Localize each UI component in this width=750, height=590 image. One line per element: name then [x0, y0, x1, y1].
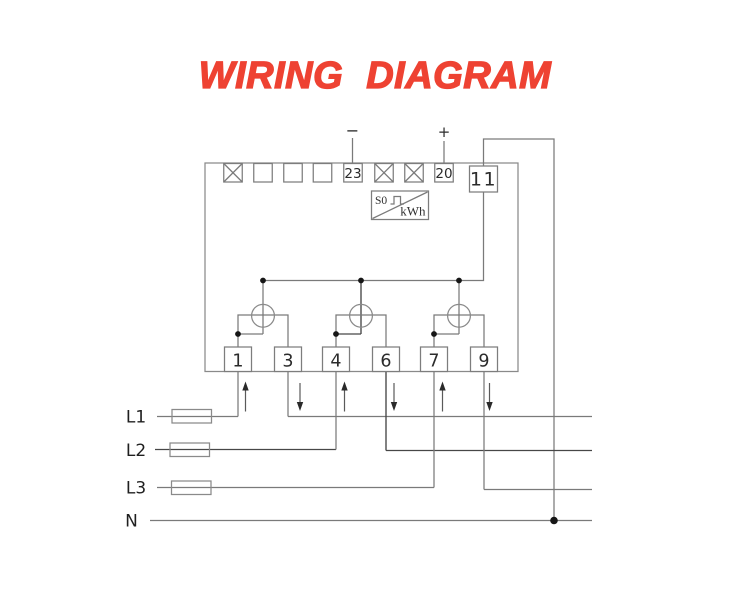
empty-terminal-box: [283, 162, 303, 183]
junction-dot: [431, 331, 437, 337]
terminal-6: 6: [371, 346, 401, 373]
current-loop-wire: [433, 314, 485, 347]
arrow-down-icon: [390, 402, 398, 411]
meter-body-outline: [204, 162, 519, 373]
wire-terminal11-to-neutral: [482, 138, 555, 521]
terminal-4: 4: [321, 346, 351, 373]
terminal-7-label: 7: [428, 352, 439, 372]
s0-impulse-register: S0 kWh: [370, 190, 430, 221]
terminal-box: [469, 346, 499, 373]
crossed-terminal-box: [374, 162, 394, 183]
line-label-l1: L1: [126, 408, 146, 428]
empty-terminal-box: [253, 162, 273, 183]
current-loop-wire: [335, 314, 387, 347]
arrow-up-icon: [439, 381, 446, 391]
pulse-waveform-icon: [390, 195, 404, 205]
crossed-terminal-box: [404, 162, 424, 183]
terminal-11-label: 11: [470, 169, 497, 191]
pulse-minus-label: −: [346, 121, 359, 140]
terminal-box: [371, 346, 401, 373]
terminal-9: 9: [469, 346, 499, 373]
junction-dot: [456, 277, 462, 284]
neutral-junction-dot: [550, 516, 558, 525]
terminal-1: 1: [223, 346, 253, 373]
junction-dot: [333, 331, 339, 337]
measuring-coil-icon: [250, 303, 276, 328]
terminal-20: 20: [434, 162, 454, 183]
junction-dot: [358, 277, 364, 284]
pulse-plus-label: +: [438, 123, 451, 141]
measuring-coil-icon: [446, 303, 472, 328]
arrow-up-icon: [242, 381, 249, 391]
terminal-box: [321, 346, 351, 373]
terminal-9-label: 9: [478, 352, 489, 372]
x-mark-icon: [223, 163, 243, 183]
terminal-4-label: 4: [330, 352, 341, 372]
terminal-box: [223, 346, 253, 373]
line-label-l2: L2: [126, 441, 146, 461]
bottom-terminal-strip: 1 3 4 6 7 9: [223, 346, 499, 373]
phase-element-1: [235, 277, 289, 347]
terminal-23-label: 23: [344, 166, 361, 182]
arrow-up-icon: [341, 381, 348, 391]
phase-element-3: [431, 277, 485, 347]
line-label-l3: L3: [126, 479, 146, 499]
terminal-box: [434, 162, 454, 183]
crossed-terminal-box: [223, 162, 243, 183]
top-terminal-strip: 23 20 11: [223, 162, 499, 193]
wire-voltage-bus: [263, 192, 485, 282]
terminal-3: 3: [273, 346, 303, 373]
terminal-1-label: 1: [232, 352, 243, 372]
terminal-6-label: 6: [380, 352, 391, 372]
measuring-coil-icon: [348, 303, 374, 328]
terminal-box: [273, 346, 303, 373]
terminal-box: [419, 346, 449, 373]
arrow-down-icon: [296, 402, 304, 411]
fuse-l1-icon: [171, 408, 213, 424]
terminal-7: 7: [419, 346, 449, 373]
current-loop-wire: [237, 314, 289, 347]
fuse-l3-icon: [170, 480, 212, 496]
empty-terminal-box: [312, 162, 333, 183]
terminal-23: 23: [343, 162, 363, 183]
phase-element-2: [333, 277, 387, 347]
page-title: WIRING DIAGRAM: [198, 55, 552, 98]
arrow-down-icon: [486, 402, 493, 411]
x-mark-icon: [374, 163, 394, 183]
terminal-box: [468, 165, 499, 193]
kwh-label: kWh: [400, 204, 426, 219]
terminal-3-label: 3: [282, 352, 293, 372]
s0-label: S0: [375, 195, 387, 207]
supply-line-labels: L1 L2 L3 N: [125, 408, 146, 532]
line-label-n: N: [125, 512, 138, 532]
x-mark-icon: [404, 163, 424, 183]
terminal-11: 11: [468, 165, 499, 193]
register-diagonal: [372, 191, 428, 220]
junction-dot: [260, 277, 266, 284]
terminal-box: [343, 162, 363, 183]
external-wiring: [150, 371, 592, 525]
junction-dot: [235, 331, 241, 337]
terminal-20-label: 20: [435, 166, 452, 182]
current-direction-arrows: [242, 381, 493, 412]
fuse-l2-icon: [169, 442, 211, 458]
